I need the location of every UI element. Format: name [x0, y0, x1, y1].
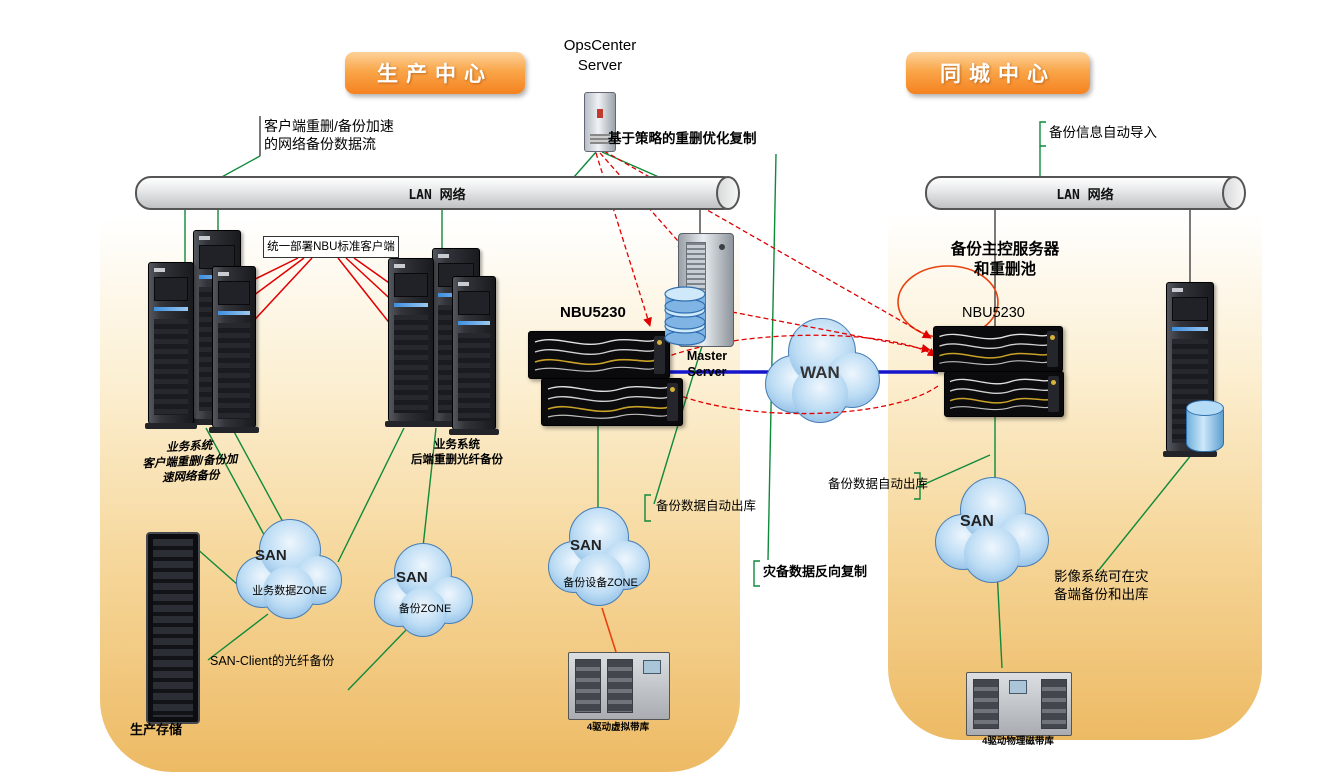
san-device-cloud [548, 507, 650, 606]
tower-led [154, 307, 188, 311]
lan-pipe-right: LAN 网络 [925, 176, 1246, 210]
production-storage-rack [146, 532, 200, 724]
tower-led [1172, 327, 1208, 331]
server-tower [385, 258, 437, 427]
nbu5230-appliance [944, 371, 1064, 417]
tape-slots [607, 659, 633, 713]
opscenter-vents [590, 134, 610, 144]
opscenter-label: OpsCenter Server [563, 37, 637, 74]
reverse-replication-note: 灾备数据反向复制 [763, 564, 868, 579]
master-server-label: Master Server [686, 349, 728, 380]
server-tower [145, 262, 197, 429]
san-backup-cloud [374, 543, 473, 637]
nbu-left-model-label: NBU5230 [560, 304, 626, 321]
ibm-logo [458, 282, 469, 286]
tape-screen [1009, 680, 1027, 694]
tower-grill [154, 319, 188, 415]
san-backup-label: SAN [396, 569, 428, 586]
nbu-wave-art [534, 338, 656, 372]
tape-slots [575, 659, 601, 713]
server-tower [209, 266, 259, 433]
city-center-badge: 同城中心 [906, 52, 1090, 94]
ibm-logo [1172, 288, 1183, 292]
auto-out-right-note: 备份数据自动出库 [828, 477, 929, 491]
policy-replication-note: 基于策略的重删优化复制 [608, 131, 757, 146]
server-tower [449, 276, 499, 435]
tower-panel [394, 273, 428, 297]
backup-master-label: 备份主控服务器 和重删池 [950, 241, 1060, 279]
tape-slots [973, 679, 999, 729]
tape-screen [643, 660, 661, 674]
tape-left-label: 4驱动虚拟带库 [586, 722, 650, 733]
tape-slots [1041, 679, 1067, 729]
tower-panel [218, 281, 250, 305]
wan-cloud-label: WAN [800, 363, 840, 382]
lan-pipe-left: LAN 网络 [135, 176, 740, 210]
production-center-badge: 生产中心 [345, 52, 525, 94]
tower-led [458, 321, 490, 325]
nbu-client-box-note: 统一部署NBU标准客户端 [263, 236, 399, 258]
san-right-cloud [935, 477, 1049, 583]
opscenter-server-icon [584, 92, 616, 152]
tower-grill [394, 315, 428, 413]
san-biz-label: SAN [255, 547, 287, 564]
tower-panel [1172, 297, 1208, 321]
nbu-right-model-label: NBU5230 [962, 305, 1025, 321]
disk-stack-icon [664, 286, 706, 346]
image-system-note: 影像系统可在灾 备端备份和出库 [1054, 569, 1149, 602]
nbu-wave-art [939, 333, 1050, 366]
tower-led [218, 311, 250, 315]
tower-panel [154, 277, 188, 301]
nbu-brand-badge [667, 383, 678, 421]
san-biz-cloud [236, 519, 342, 619]
lan-right-label: LAN 网络 [1056, 187, 1114, 203]
nbu-brand-badge [1047, 331, 1058, 367]
san-client-note: SAN-Client的光纤备份 [210, 654, 335, 668]
production-storage-label: 生产存储 [130, 722, 183, 737]
lan-left-label: LAN 网络 [408, 187, 466, 203]
tower-grill [218, 323, 250, 419]
red-dashed-lines [595, 150, 939, 415]
san-device-label: SAN [570, 537, 602, 554]
san-biz-zone-label: 业务数据ZONE [252, 585, 327, 597]
nbu5230-appliance [541, 378, 683, 426]
ibm-logo [199, 236, 210, 240]
client-dedup-flow-note: 客户端重删/备份加速 的网络备份数据流 [264, 118, 394, 153]
ibm-logo [394, 264, 405, 268]
image-disk-cylinder [1186, 400, 1224, 452]
tower-panel [458, 291, 490, 315]
tape-library-left [568, 652, 670, 720]
tape-library-right [966, 672, 1072, 736]
san-device-zone-label: 备份设备ZONE [563, 577, 638, 589]
tape-right-label: 4驱动物理磁带库 [982, 736, 1054, 747]
city-center-title: 同城中心 [940, 63, 1056, 86]
san-backup-zone-label: 备份ZONE [398, 603, 452, 615]
san-right-label: SAN [960, 513, 994, 530]
tower-led [394, 303, 428, 307]
biz-left-note: 业务系统 客户端重删/备份加 速网络备份 [142, 439, 238, 485]
black-connection-lines [259, 116, 1191, 326]
tower-grill [458, 333, 490, 421]
nbu5230-appliance [933, 326, 1063, 372]
nbu-wave-art [547, 385, 669, 419]
nbu5230-appliance [528, 331, 670, 379]
nbu-brand-badge [1048, 376, 1059, 412]
nbu-wave-art [949, 378, 1052, 411]
auto-out-left-note: 备份数据自动出库 [656, 499, 757, 513]
rack-bays [153, 539, 193, 717]
production-center-title: 生产中心 [377, 63, 493, 86]
ibm-logo [218, 272, 229, 276]
ibm-logo [438, 254, 449, 258]
ibm-logo [154, 268, 165, 272]
master-server-button [719, 244, 725, 250]
biz-mid-note: 业务系统 后端重删光纤备份 [411, 439, 503, 466]
backup-info-import-note: 备份信息自动导入 [1049, 125, 1157, 140]
opscenter-led [597, 109, 603, 118]
nbu-brand-badge [654, 336, 665, 374]
